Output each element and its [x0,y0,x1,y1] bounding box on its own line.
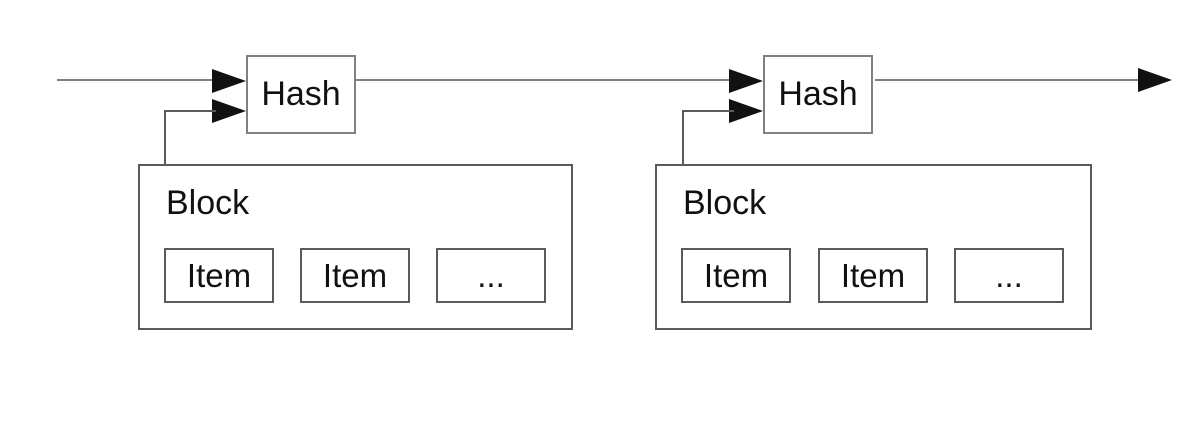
item-box: Item [164,248,274,303]
item-box: ... [436,248,546,303]
item-box: Item [818,248,928,303]
hash-label: Hash [261,75,341,113]
chain-line-segment [875,79,1143,81]
chain-line-segment [57,79,217,81]
block-to-hash-connector [682,110,734,112]
item-label: ... [477,256,505,294]
item-box: ... [954,248,1064,303]
item-box: Item [300,248,410,303]
block-box: Block Item Item ... [138,164,573,330]
chain-arrowhead-icon [729,69,763,93]
hash-label: Hash [778,75,858,113]
item-box: Item [681,248,791,303]
block-input-arrowhead-icon [729,99,763,123]
item-label: Item [840,256,906,294]
hash-box: Hash [246,55,356,134]
hash-box: Hash [763,55,873,134]
item-label: ... [995,256,1023,294]
chain-arrowhead-icon [212,69,246,93]
block-label: Block [166,184,250,222]
block-to-hash-connector [682,110,684,166]
chain-line-segment [356,79,734,81]
block-box: Block Item Item ... [655,164,1092,330]
block-input-arrowhead-icon [212,99,246,123]
item-label: Item [322,256,388,294]
block-label: Block [683,184,767,222]
item-label: Item [186,256,252,294]
item-label: Item [703,256,769,294]
block-to-hash-connector [164,110,166,166]
chain-end-arrowhead-icon [1138,68,1172,92]
block-to-hash-connector [164,110,216,112]
